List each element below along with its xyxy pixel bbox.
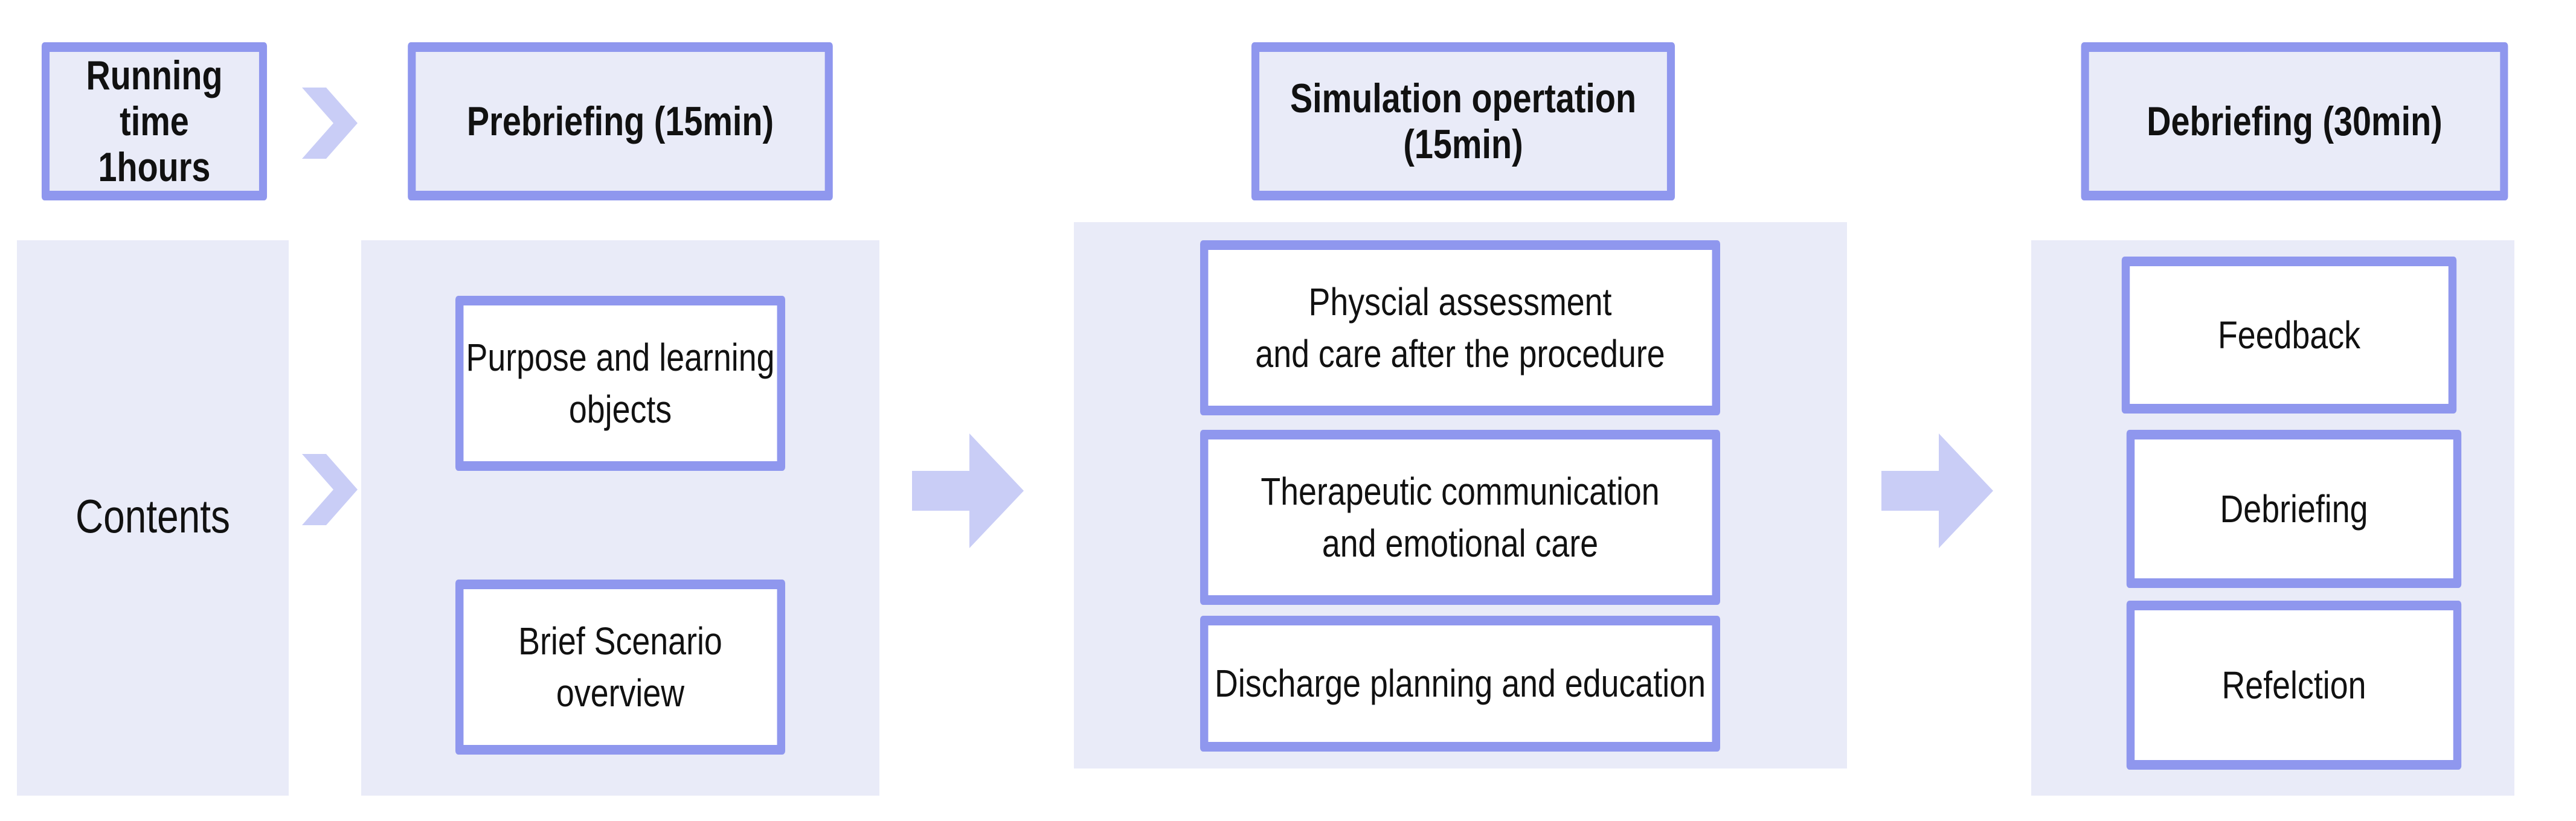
debriefing-item-debriefing: Debriefing (2126, 430, 2462, 588)
simulation-item-discharge: Discharge planning and education (1200, 616, 1720, 752)
arrow-right-icon (1881, 433, 1993, 548)
debriefing-item-feedback: Feedback (2121, 257, 2457, 414)
debriefing-header-label: Debriefing (30min) (2147, 98, 2443, 144)
simulation-item-communication: Therapeutic communication and emotional … (1200, 430, 1720, 605)
debriefing-header: Debriefing (30min) (2081, 42, 2508, 200)
prebriefing-header-label: Prebriefing (15min) (466, 98, 774, 144)
running-time-header: Running time 1hours (41, 42, 268, 200)
running-time-line2: 1hours (98, 144, 211, 191)
running-time-line1: Running time (86, 52, 223, 144)
chevron-right-icon (302, 88, 358, 159)
prebriefing-item-scenario: Brief Scenario overview (455, 580, 785, 755)
simulation-header-label: Simulation opertation (15min) (1290, 75, 1637, 167)
arrow-right-icon (912, 433, 1024, 548)
simulation-header: Simulation opertation (15min) (1251, 42, 1675, 200)
contents-label: Contents (75, 489, 230, 543)
simulation-item-assessment: Physcial assessment and care after the p… (1200, 240, 1720, 415)
chevron-right-icon (302, 454, 358, 525)
prebriefing-header: Prebriefing (15min) (408, 42, 833, 200)
contents-label-column (17, 240, 289, 796)
debriefing-item-reflection: Refelction (2126, 601, 2462, 770)
prebriefing-item-purpose: Purpose and learning objects (455, 296, 785, 471)
